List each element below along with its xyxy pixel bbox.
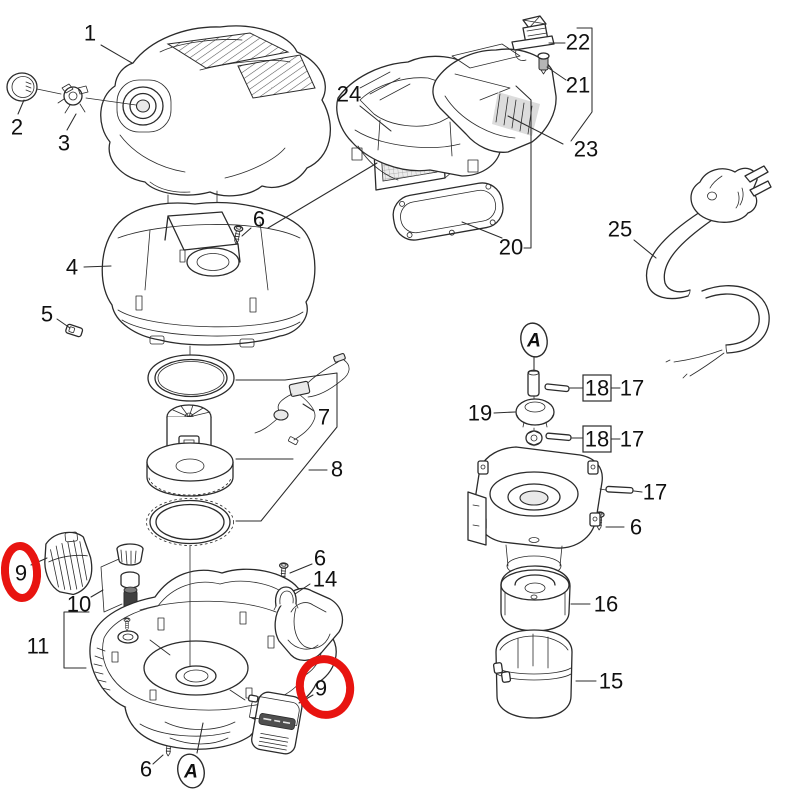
leader-line-8 xyxy=(235,372,338,522)
seal-ring-upper xyxy=(147,354,235,402)
marker-leader-A-bottom xyxy=(196,722,204,754)
container-base-drawing xyxy=(89,568,344,750)
caster-assembly-drawing xyxy=(467,369,634,598)
marker-circle-A-bottom xyxy=(177,753,205,789)
part-label-11: 11 xyxy=(27,634,50,659)
part-5-clip-drawing xyxy=(65,323,84,338)
part-label-6b: 6 xyxy=(630,515,642,540)
axle-pin-17 xyxy=(545,432,572,442)
marker-circle-A-top xyxy=(520,322,548,358)
axle-pin-17 xyxy=(605,485,634,494)
marker-letter-A-top: A xyxy=(526,331,541,352)
leader-line-6c xyxy=(289,563,313,574)
part-7-wiring-harness-drawing xyxy=(254,353,350,446)
label-box-18b xyxy=(582,425,612,453)
highlight-9-left xyxy=(0,542,42,602)
part-label-10: 10 xyxy=(67,592,91,617)
leader-line-20 xyxy=(515,85,532,249)
part-8-motor-assembly-drawing xyxy=(146,345,235,572)
leader-line-10 xyxy=(90,589,104,598)
part-label-24: 24 xyxy=(337,82,361,107)
part-label-17c: 17 xyxy=(643,480,667,505)
part-25-power-cord-drawing xyxy=(645,165,772,379)
leader-lines xyxy=(17,27,657,765)
part-label-4: 4 xyxy=(66,255,78,280)
leader-line-2 xyxy=(17,99,25,115)
leader-line-17c xyxy=(633,490,643,493)
part-label-6d: 6 xyxy=(140,757,152,782)
leader-line-6a xyxy=(241,227,252,237)
part-label-3: 3 xyxy=(58,131,70,156)
leader-line-1 xyxy=(100,44,133,64)
leader-line-5 xyxy=(56,318,71,329)
leader-line-23 xyxy=(507,115,564,145)
part-1-lid-drawing xyxy=(100,25,331,213)
part-3-switch-drawing xyxy=(57,83,137,114)
leader-line-19 xyxy=(493,411,516,414)
part-9-vent-cover-drawing xyxy=(44,531,93,596)
caster-housing-drawing xyxy=(467,446,603,577)
part-label-22: 22 xyxy=(566,30,590,55)
port-recess xyxy=(116,79,172,133)
part-label-23: 23 xyxy=(574,137,598,162)
part-label-20: 20 xyxy=(499,235,523,260)
part-14-clamp-drawing xyxy=(273,586,299,611)
leader-line-25 xyxy=(633,239,657,259)
highlight-9-right xyxy=(295,655,355,719)
leader-line-11 xyxy=(63,611,90,669)
part-label-6c: 6 xyxy=(314,546,326,571)
part-label-9R: 9 xyxy=(315,676,327,701)
part-label-21: 21 xyxy=(566,73,590,98)
leader-line-4 xyxy=(83,265,112,268)
part-label-18a: 18 xyxy=(585,376,609,401)
part-4-motor-housing-drawing xyxy=(101,201,316,348)
axle-pin-17 xyxy=(544,383,570,393)
part-label-5: 5 xyxy=(41,302,53,327)
part-label-7: 7 xyxy=(318,405,330,430)
leader-line-21 xyxy=(546,66,567,81)
part-label-18b: 18 xyxy=(585,427,609,452)
part-16-spacer-drawing xyxy=(500,565,571,632)
part-label-1: 1 xyxy=(84,21,96,46)
leader-line-20 xyxy=(461,221,503,239)
part-label-2: 2 xyxy=(11,115,23,140)
leader-line-23 xyxy=(570,27,593,142)
part-label-9L: 9 xyxy=(15,561,27,586)
part-label-19: 19 xyxy=(468,401,492,426)
red-highlight-annotations xyxy=(0,542,355,719)
leader-line-3 xyxy=(66,113,77,131)
part-21-screw-drawing xyxy=(537,52,550,75)
part-20-gasket-drawing xyxy=(392,182,504,241)
part-23-filter-housing-drawing xyxy=(336,43,557,181)
part-label-15: 15 xyxy=(599,669,623,694)
part-label-17a: 17 xyxy=(620,376,644,401)
part-label-14: 14 xyxy=(313,567,337,592)
part-label-8: 8 xyxy=(331,457,343,482)
part-label-16: 16 xyxy=(594,592,618,617)
part-9-latch-cover-drawing xyxy=(247,691,303,755)
part-label-25: 25 xyxy=(608,217,632,242)
leader-line-6a xyxy=(267,162,378,229)
mains-plug xyxy=(690,167,758,223)
leader-line-24 xyxy=(359,105,392,132)
label-box-18a xyxy=(582,374,612,402)
part-2-cap-drawing xyxy=(6,72,62,102)
part-15-container-drawing xyxy=(492,629,573,719)
part-label-6a: 6 xyxy=(253,207,265,232)
marker-letter-A-bottom: A xyxy=(183,762,198,783)
nut-18-lower xyxy=(525,430,543,446)
leader-line-7 xyxy=(302,403,315,412)
part-label-17b: 17 xyxy=(620,427,644,452)
part-22-bracket-drawing xyxy=(511,15,555,61)
leader-line-14 xyxy=(294,583,311,595)
leader-line-6d xyxy=(152,754,164,765)
toothed-ring-lower xyxy=(146,498,234,546)
assembly-letter-markers: AA xyxy=(177,322,548,789)
